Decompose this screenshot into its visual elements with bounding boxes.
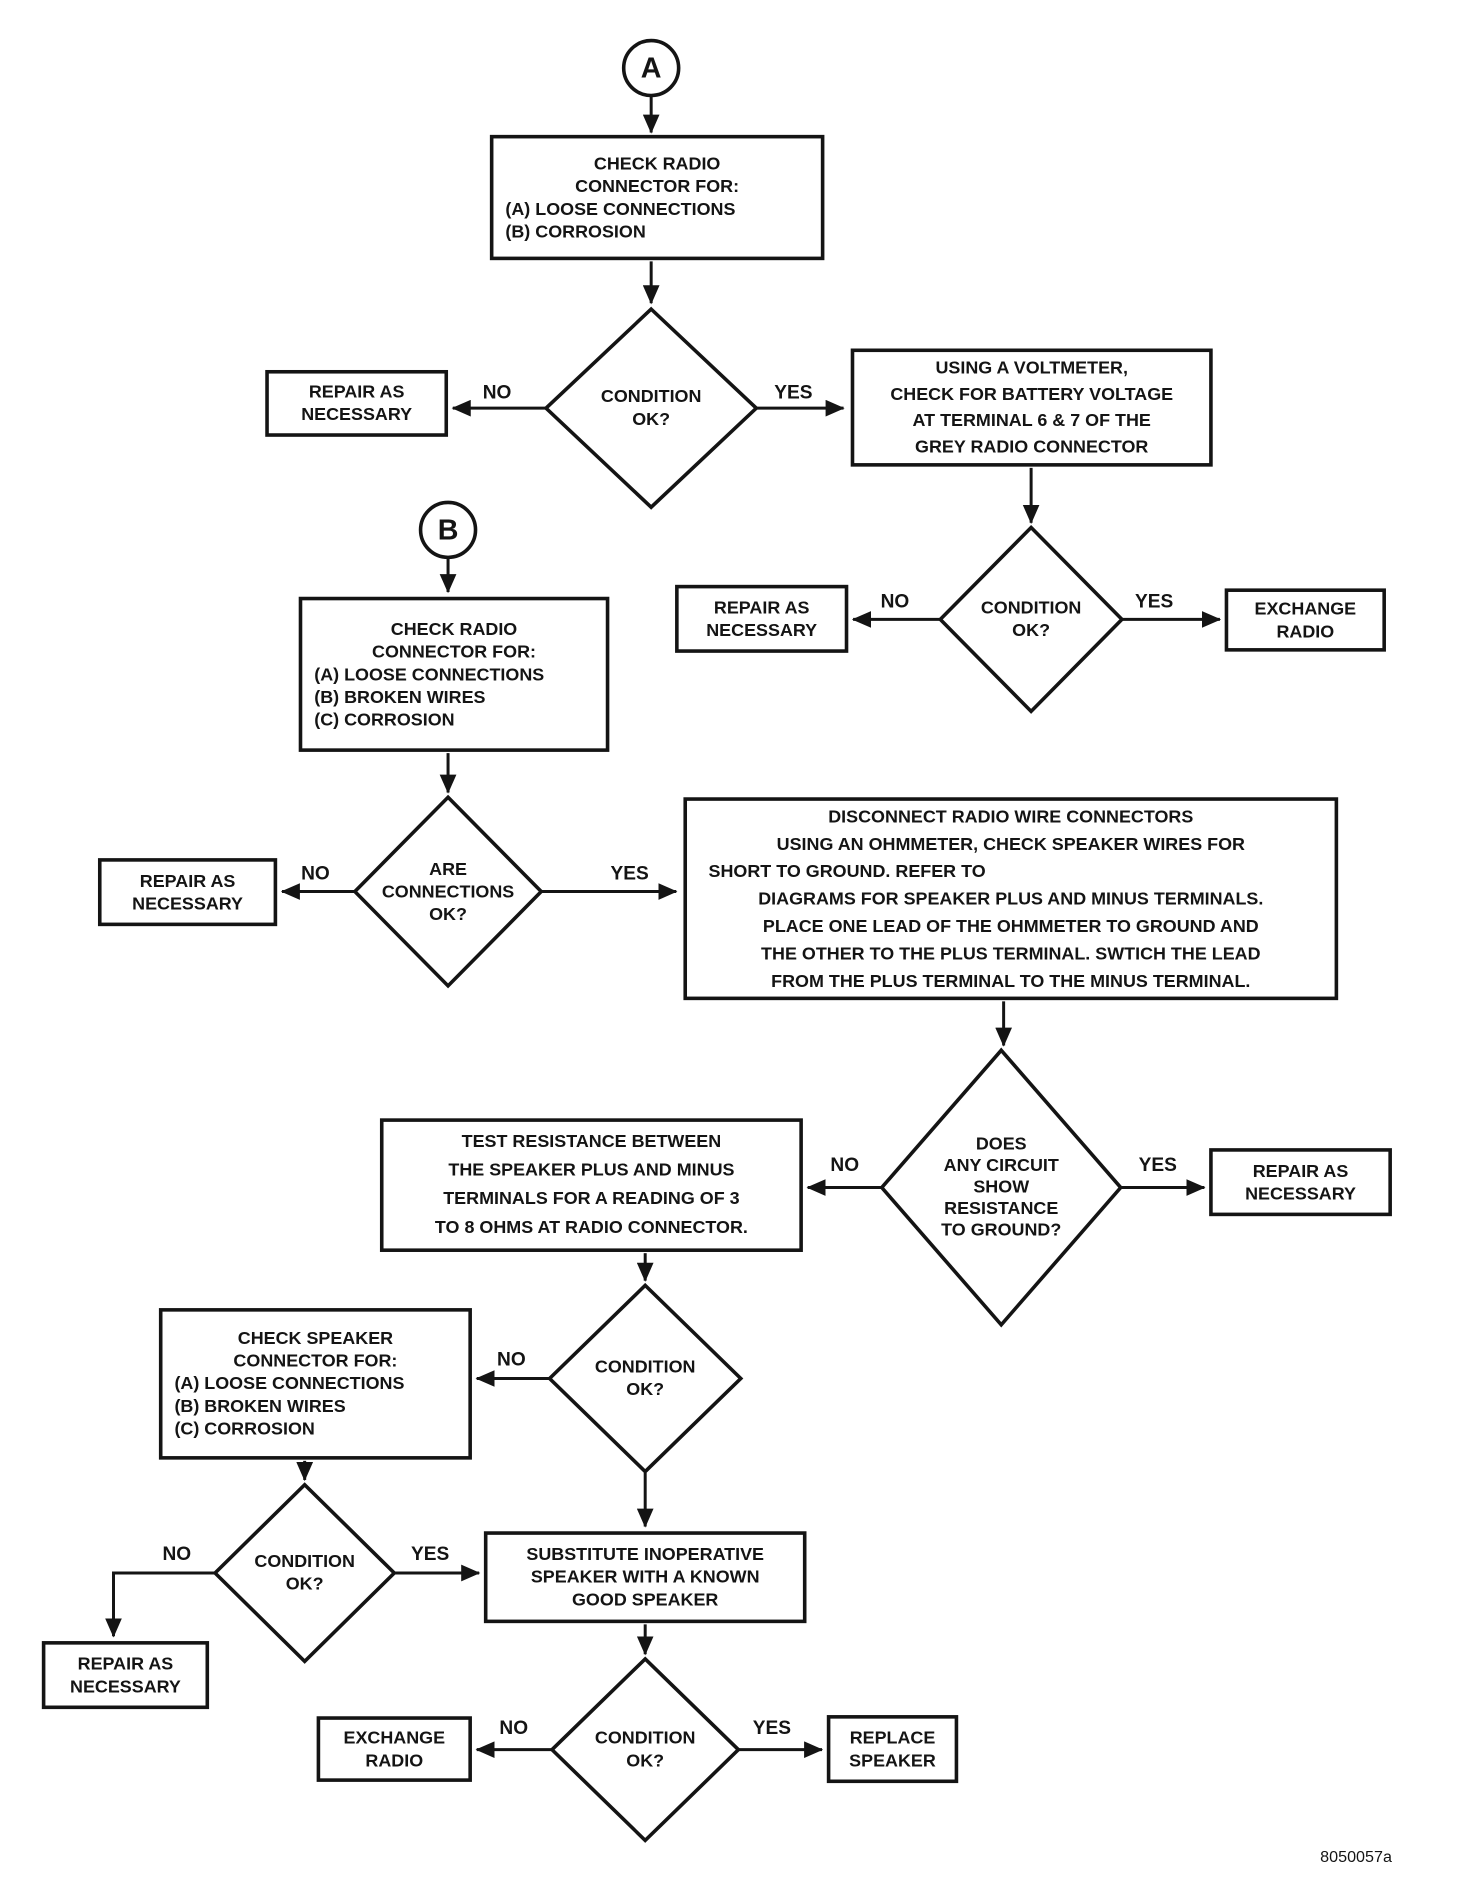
- edge-label-no-3: NO: [301, 864, 330, 885]
- node-exchange-radio-1: EXCHANGE RADIO: [1224, 588, 1386, 652]
- decision7-text: CONDITION OK?: [594, 1728, 696, 1772]
- connector-a-label: A: [640, 52, 662, 85]
- decision1-text: CONDITION OK?: [600, 386, 702, 430]
- edge-decision6-no: [105, 1571, 216, 1638]
- edge-label-yes-6: YES: [410, 1544, 450, 1565]
- node-exchange-radio-2: EXCHANGE RADIO: [316, 1716, 472, 1782]
- decision2-text: CONDITION OK?: [980, 597, 1082, 641]
- node-test-resistance: TEST RESISTANCE BETWEEN THE SPEAKER PLUS…: [379, 1118, 803, 1252]
- node-voltmeter-check: USING A VOLTMETER, CHECK FOR BATTERY VOL…: [850, 348, 1213, 467]
- edge-label-no-4: NO: [830, 1155, 860, 1176]
- edge-label-no-5: NO: [497, 1349, 526, 1371]
- node-disconnect-ohmmeter-check: DISCONNECT RADIO WIRE CONNECTORS USING A…: [683, 797, 1339, 1001]
- connector-circle-b: [418, 500, 478, 560]
- node-repair-as-necessary-2: REPAIR AS NECESSARY: [675, 584, 849, 653]
- edge-label-no-1: NO: [482, 383, 512, 404]
- edge-label-yes-1: YES: [774, 383, 813, 404]
- edge-label-yes-2: YES: [1135, 591, 1174, 613]
- decision5-diamond: [547, 1282, 744, 1475]
- decision6-diamond: [212, 1482, 397, 1664]
- decision7-diamond: [549, 1656, 741, 1843]
- node-check-radio-connector-a: CHECK RADIO CONNECTOR FOR: (A) LOOSE CON…: [489, 134, 825, 261]
- node-repair-as-necessary-5: REPAIR AS NECESSARY: [41, 1641, 210, 1710]
- document-id: 8050057a: [1320, 1847, 1392, 1866]
- edge-label-yes-3: YES: [610, 864, 649, 885]
- node-check-radio-connector-b: CHECK RADIO CONNECTOR FOR: (A) LOOSE CON…: [298, 596, 610, 752]
- decision5-text: CONDITION OK?: [594, 1357, 696, 1400]
- decision4-text: DOES ANY CIRCUIT SHOW RESISTANCE TO GROU…: [941, 1133, 1062, 1241]
- connector-b-label: B: [437, 514, 459, 547]
- decision3-text: ARE CONNECTIONS OK?: [381, 859, 515, 925]
- node-repair-as-necessary-1: REPAIR AS NECESSARY: [265, 369, 449, 437]
- edge-label-no-6: NO: [162, 1544, 192, 1565]
- node-repair-as-necessary-4: REPAIR AS NECESSARY: [1209, 1148, 1392, 1217]
- node-repair-as-necessary-3: REPAIR AS NECESSARY: [97, 858, 278, 927]
- node-replace-speaker: REPLACE SPEAKER: [826, 1715, 959, 1784]
- node-check-speaker-connector: CHECK SPEAKER CONNECTOR FOR: (A) LOOSE C…: [158, 1308, 472, 1460]
- decision4-diamond: [879, 1047, 1124, 1328]
- edge-label-yes-4: YES: [1138, 1155, 1177, 1176]
- edge-label-yes-7: YES: [752, 1718, 791, 1739]
- decision3-diamond: [352, 794, 544, 989]
- edge-label-no-2: NO: [880, 591, 910, 613]
- decision2-diamond: [937, 524, 1125, 714]
- node-substitute-speaker: SUBSTITUTE INOPERATIVE SPEAKER WITH A KN…: [483, 1531, 807, 1624]
- decision1-diamond: [543, 306, 759, 510]
- decision6-text: CONDITION OK?: [254, 1551, 355, 1595]
- edge-label-no-7: NO: [499, 1718, 529, 1739]
- connector-circle-a: [621, 38, 681, 98]
